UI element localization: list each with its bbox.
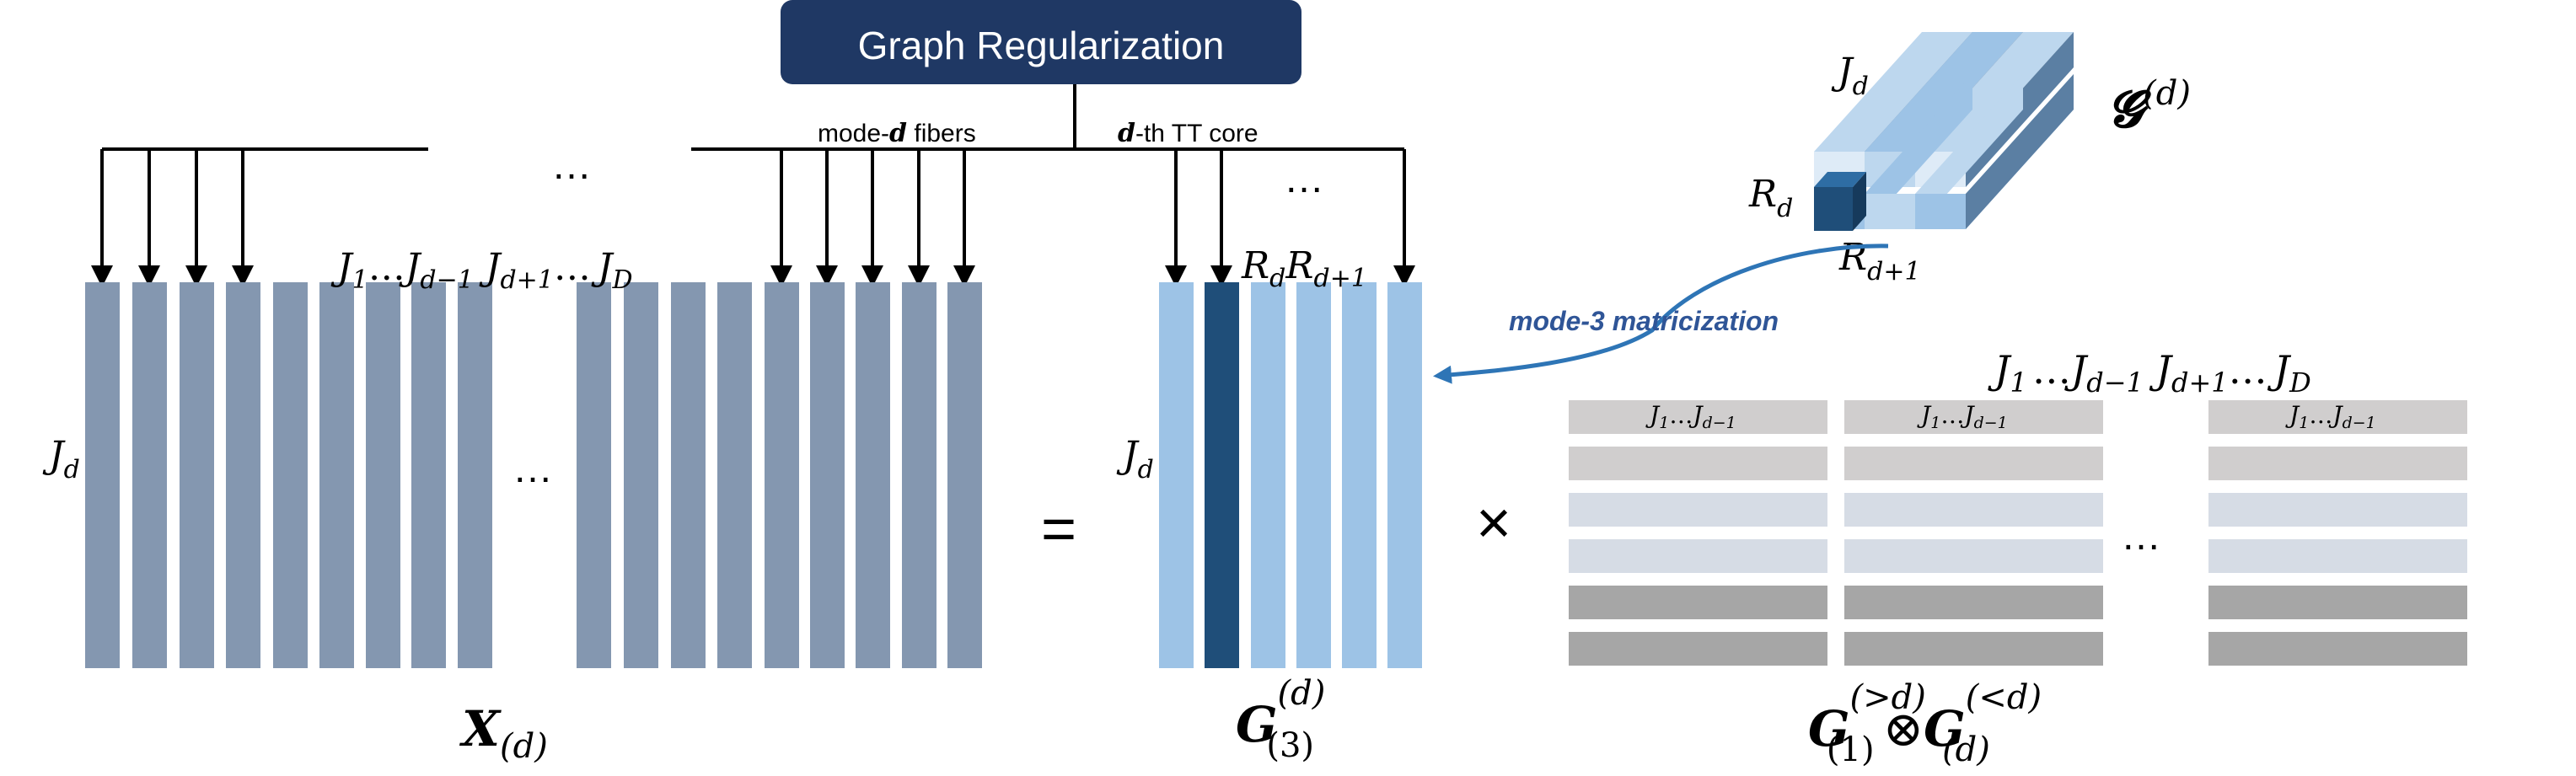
- j-index-label-top: J1…Jd−1 Jd+1…JD: [330, 246, 633, 295]
- x-fibers-group-left: [85, 282, 492, 668]
- block3-label: J1…Jd−1: [2285, 401, 2376, 432]
- block1-label: J1…Jd−1: [1645, 401, 1736, 432]
- matricization-label: mode-3 matricization: [1509, 306, 1779, 336]
- dth-tt-core-label: d-th TT core: [1118, 119, 1258, 148]
- times-sign: ×: [1476, 490, 1511, 557]
- core-g-d-label: 𝓖(d): [2107, 74, 2191, 139]
- x-fibers-group-right: [577, 282, 982, 668]
- ellipsis-x-middle: …: [513, 447, 553, 491]
- core-rd-label: Rd: [1748, 173, 1793, 223]
- core-tensor-3d: [1814, 32, 2074, 231]
- g3-d-label: G(d)(3): [1236, 674, 1325, 765]
- j-index-label-right: J1…Jd−1 Jd+1…JD: [1988, 347, 2311, 399]
- kron-product-label: G(>d)(1)⊗G(<d)(d): [1808, 678, 2042, 769]
- ellipsis-top-right: …: [1284, 157, 1324, 201]
- g3-fibers: [1159, 282, 1422, 668]
- kron-block-1: [1569, 400, 1827, 666]
- ellipsis-kron: …: [2121, 514, 2161, 559]
- kron-block-2: [1844, 400, 2103, 666]
- matricization-arrow: [1433, 244, 1889, 384]
- jd-left-label: Jd: [42, 434, 80, 484]
- rd-rd1-label: RdRd+1: [1241, 244, 1367, 293]
- fiber-arrows: [91, 84, 1415, 287]
- core-rd1-label: Rd+1: [1838, 236, 1921, 286]
- graph-regularization-title: Graph Regularization: [858, 24, 1225, 67]
- equals-sign: =: [1041, 495, 1076, 563]
- block2-label: J1…Jd−1: [1917, 401, 2008, 432]
- core-jd-label: Jd: [1831, 51, 1869, 101]
- mode-d-fibers-label: mode-d fibers: [818, 119, 976, 148]
- kron-block-3: [2208, 400, 2467, 666]
- jd-core-label: Jd: [1116, 434, 1154, 484]
- ellipsis-top-left: …: [551, 143, 592, 188]
- x-d-label: X(d): [459, 700, 548, 766]
- graph-regularization-box: Graph Regularization: [781, 0, 1301, 84]
